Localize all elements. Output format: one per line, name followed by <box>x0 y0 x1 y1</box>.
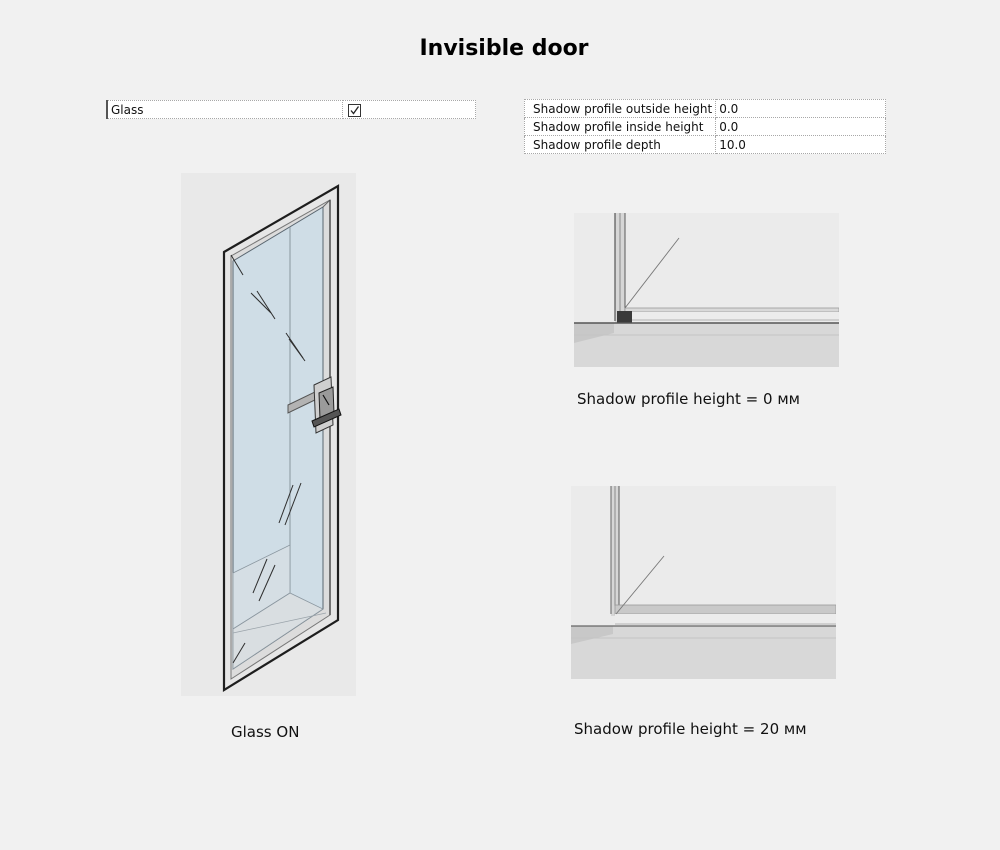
detail-shadow-20-illustration <box>571 486 836 679</box>
glass-label: Glass <box>106 100 343 119</box>
detail-shadow-0-illustration <box>574 213 839 367</box>
table-row: Shadow profile inside height 0.0 <box>523 117 886 136</box>
shadow-outside-height-label: Shadow profile outside height <box>523 99 717 118</box>
detail-bottom-caption: Shadow profile height = 20 мм <box>574 720 807 738</box>
table-row: Shadow profile outside height 0.0 <box>523 99 886 118</box>
table-row: Glass <box>106 100 476 119</box>
glass-checkbox[interactable] <box>348 103 361 117</box>
shadow-depth-value[interactable]: 10.0 <box>715 135 886 154</box>
glass-property-table: Glass <box>106 100 476 119</box>
shadow-outside-height-value[interactable]: 0.0 <box>715 99 886 118</box>
shadow-profile-table: Shadow profile outside height 0.0 Shadow… <box>523 99 886 154</box>
page-title: Invisible door <box>419 36 589 61</box>
glass-value-cell[interactable] <box>342 100 476 119</box>
door-handle-icon <box>287 376 342 434</box>
shadow-depth-label: Shadow profile depth <box>523 135 717 154</box>
checkmark-icon <box>350 105 360 115</box>
shadow-inside-height-value[interactable]: 0.0 <box>715 117 886 136</box>
door-caption: Glass ON <box>231 723 300 741</box>
table-row: Shadow profile depth 10.0 <box>523 135 886 154</box>
detail-top-caption: Shadow profile height = 0 мм <box>577 390 800 408</box>
shadow-inside-height-label: Shadow profile inside height <box>523 117 717 136</box>
door-illustration <box>181 173 356 696</box>
